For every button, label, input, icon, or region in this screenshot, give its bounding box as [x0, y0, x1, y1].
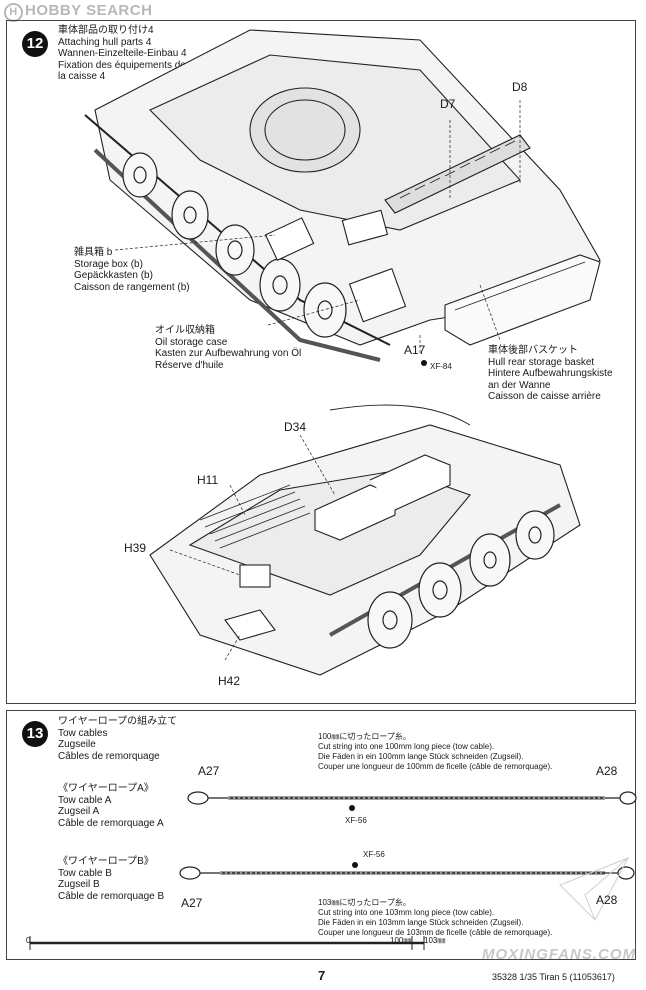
product-code: 35328 1/35 Tiran 5 (11053617) — [492, 972, 615, 982]
road-wheels — [122, 152, 347, 338]
part-label-h42: H42 — [218, 674, 241, 688]
turret-bustle — [329, 404, 471, 426]
moxingfans-watermark: MOXINGFANS.COM — [482, 946, 637, 963]
part-label-d34: D34 — [284, 420, 307, 434]
oil-storage-case — [348, 267, 407, 323]
paint-xf84: XF-84 — [430, 362, 452, 371]
storage-box-b — [264, 217, 315, 261]
ruler-100mm: 100㎜ — [390, 936, 412, 945]
step12-panel — [6, 20, 636, 704]
step12-title-fr-2: la caisse 4 — [58, 71, 106, 82]
tank-hull-illustration-top — [84, 29, 601, 362]
part-label-a27-top: A27 — [198, 764, 220, 778]
paint-xf56-b: XF-56 — [363, 850, 385, 859]
cable-a-label: 《ワイヤーロープA》 Tow cable A Zugseil A Câble d… — [58, 783, 164, 829]
step13-title-fr: Câbles de remorquage — [58, 750, 160, 762]
part-label-d7: D7 — [440, 97, 456, 111]
page-number: 7 — [318, 968, 326, 983]
rear-basket-inner — [454, 261, 586, 311]
paint-xf56-a: XF-56 — [345, 816, 367, 825]
engine-grille-h11 — [199, 484, 311, 549]
turret-ring-inner — [264, 99, 346, 161]
part-label-h39: H39 — [124, 541, 147, 555]
tow-cable-a — [187, 791, 637, 805]
cable-b-label: 《ワイヤーロープB》 Tow cable B Zugseil B Câble d… — [58, 856, 165, 902]
part-label-h11: H11 — [197, 473, 219, 487]
storage-box-callout: 雑具箱 b Storage box (b) Gepäckkasten (b) C… — [74, 247, 190, 293]
rack-d7 — [341, 209, 389, 246]
step12-title: 車体部品の取り付け4 Attaching hull parts 4 Wannen… — [58, 25, 187, 83]
step12-title-jp: 車体部品の取り付け4 — [58, 25, 154, 36]
part-label-a17: A17 — [404, 343, 426, 357]
fuel-tank-d34-b — [369, 454, 451, 511]
step12-title-de: Wannen-Einzelteile-Einbau 4 — [58, 48, 187, 59]
plate-h42 — [224, 609, 276, 641]
oil-case-callout: オイル収納箱 Oil storage case Kasten zur Aufbe… — [155, 325, 302, 371]
step13-panel — [6, 710, 636, 960]
cut-note-100mm: 100㎜に切ったロープ糸。 Cut string into one 100mm … — [318, 732, 553, 771]
step13-title-jp: ワイヤーロープの組み立て — [58, 716, 178, 727]
leader-lines — [114, 100, 521, 355]
part-label-a28-top: A28 — [596, 764, 618, 778]
tank-hull-illustration-bottom — [149, 404, 581, 676]
length-ruler — [29, 936, 425, 950]
box-h39 — [239, 564, 271, 588]
tow-cables-illustration — [29, 791, 637, 950]
paint-dot — [421, 360, 427, 366]
track-lower — [93, 148, 381, 362]
cut-note-103mm: 103㎜に切ったロープ糸。 Cut string into one 103mm … — [318, 898, 553, 937]
ruler-103mm: 103㎜ — [424, 936, 446, 945]
part-label-a27-bottom: A27 — [181, 896, 203, 910]
part-label-d8: D8 — [512, 80, 528, 94]
rear-basket — [444, 254, 601, 346]
step13-title-en: Tow cables — [58, 727, 108, 739]
logo-icon: H — [4, 3, 23, 22]
paint-dot-b — [352, 862, 358, 868]
part-label-a28-bottom: A28 — [596, 893, 618, 907]
grille-ribs — [399, 140, 516, 199]
rear-grille-d8 — [384, 134, 531, 214]
ruler-zero: 0 — [26, 936, 31, 945]
step13-number-badge: 13 — [22, 721, 48, 747]
basket-callout: 車体後部バスケット Hull rear storage basket Hinte… — [488, 345, 613, 402]
paint-dot-a — [349, 805, 355, 811]
tow-cable-b — [179, 866, 635, 880]
step12-number-badge: 12 — [22, 31, 48, 57]
road-wheels-2 — [367, 510, 555, 649]
fuel-tank-d34 — [314, 484, 396, 541]
leader-lines-2 — [169, 434, 336, 661]
paper-plane-logo — [559, 857, 630, 921]
step12-title-fr-1: Fixation des équipements de — [58, 59, 186, 71]
step13-title: ワイヤーロープの組み立て Tow cables Zugseile Câbles … — [58, 716, 177, 762]
step13-title-de: Zugseile — [58, 739, 96, 750]
turret-ring — [249, 87, 361, 173]
step12-title-en: Attaching hull parts 4 — [58, 36, 152, 48]
